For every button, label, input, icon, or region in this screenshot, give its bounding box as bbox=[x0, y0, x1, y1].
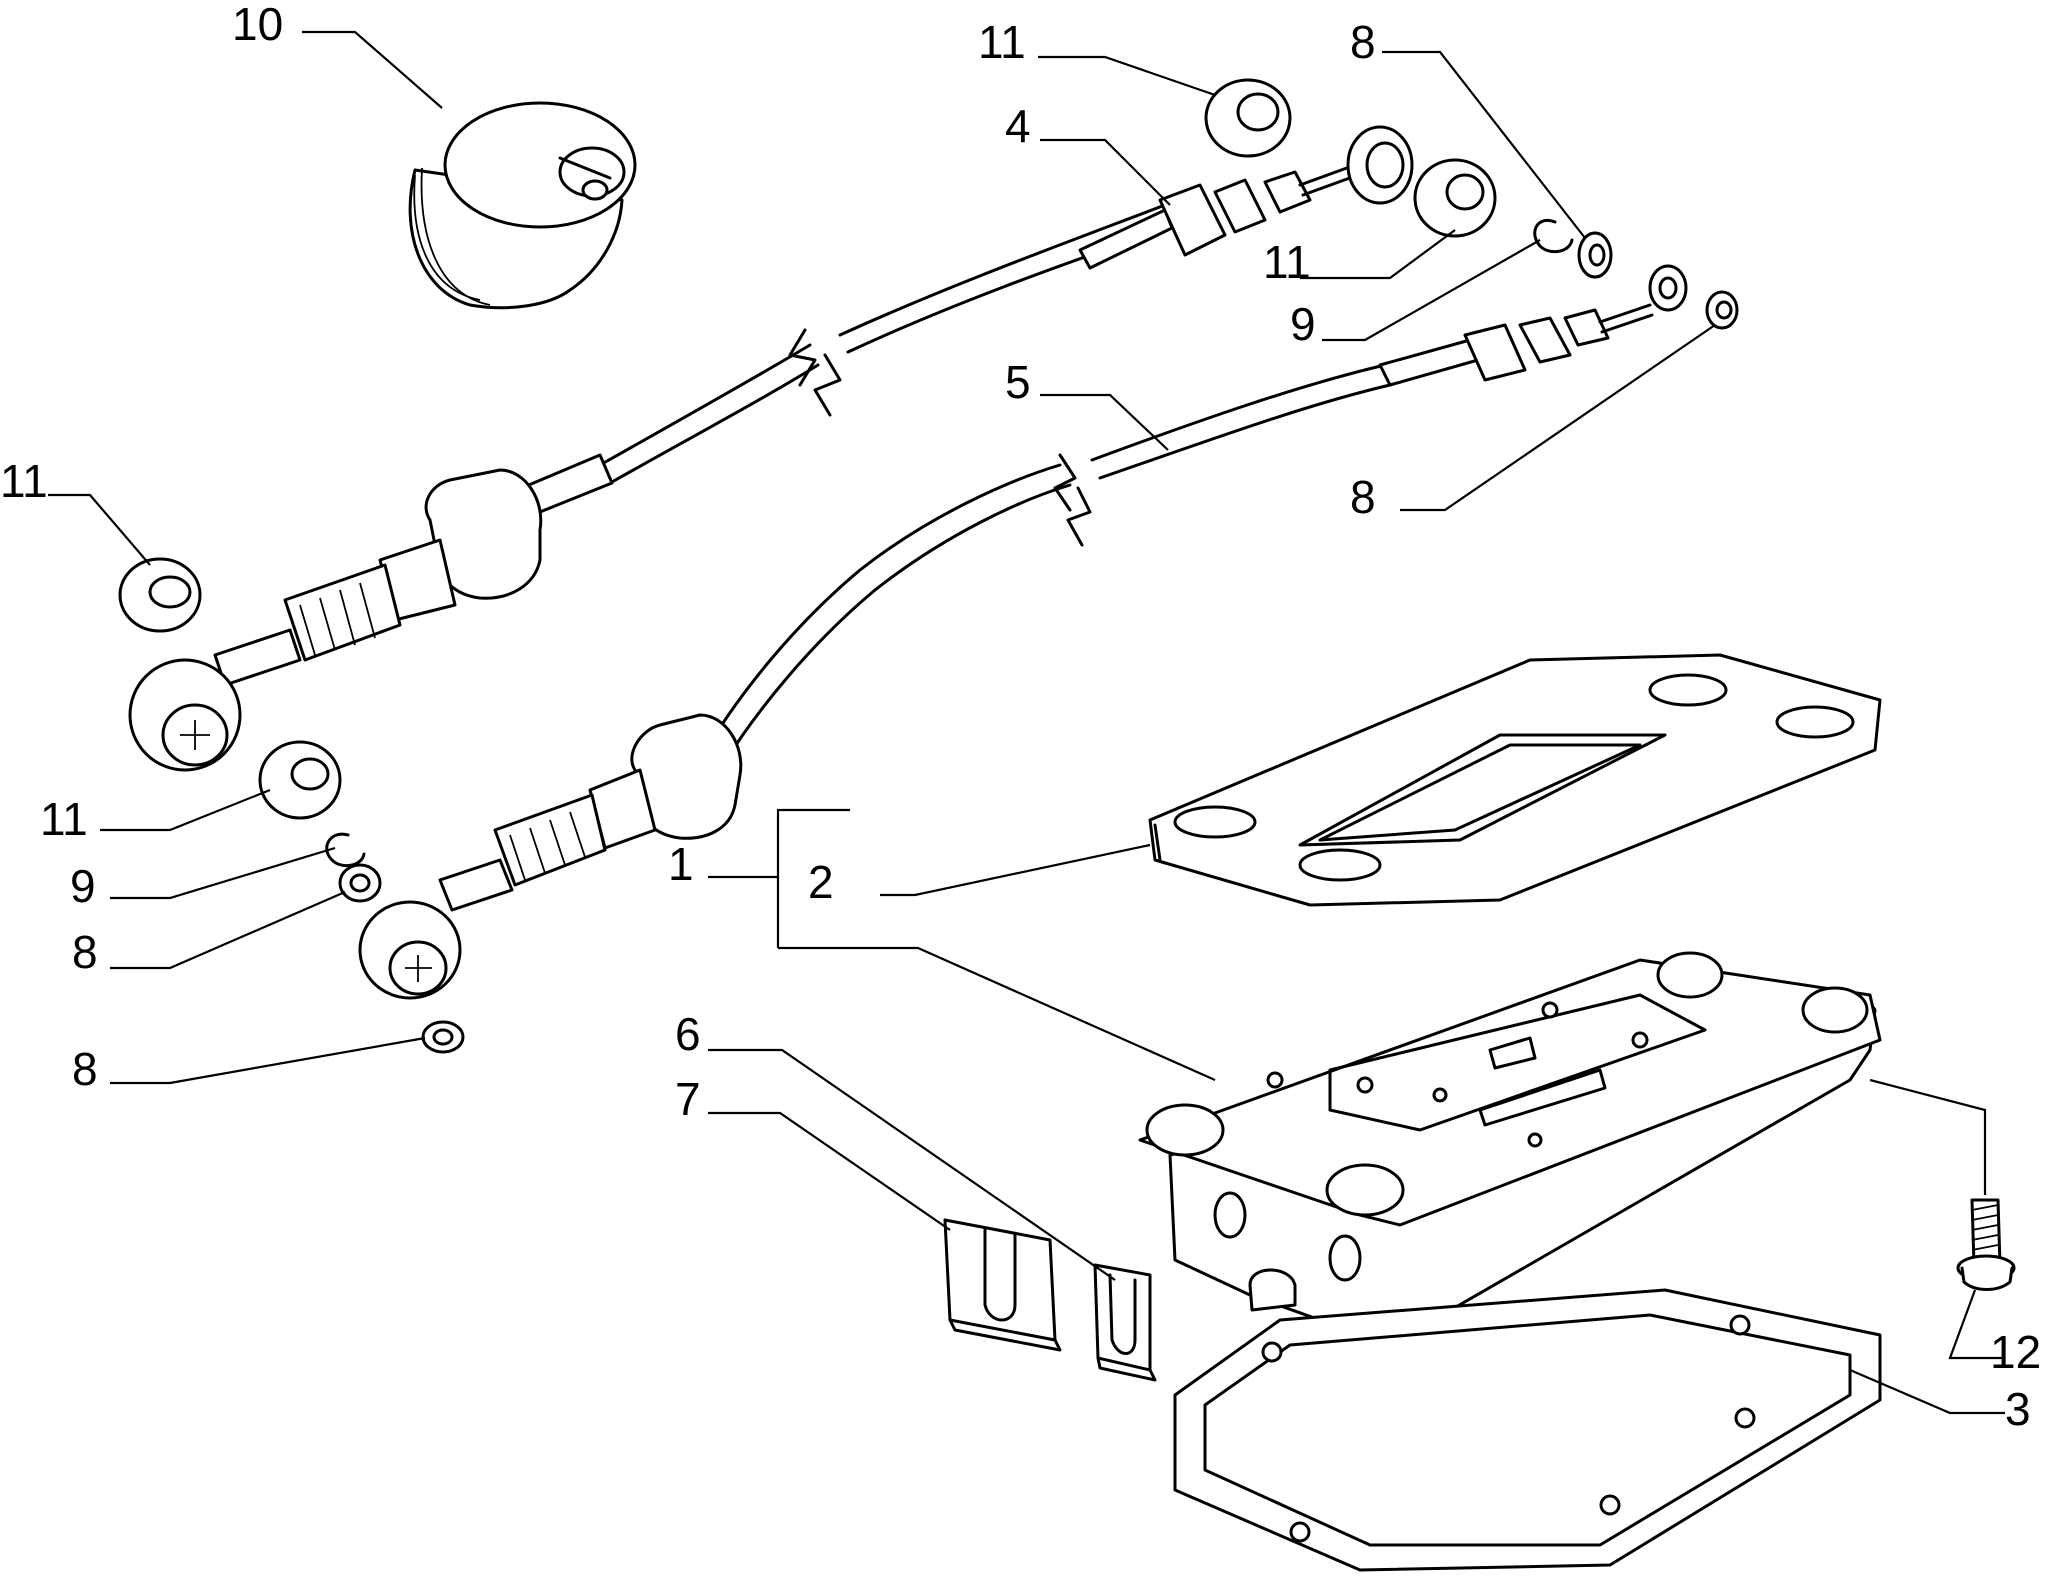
part-clip-7 bbox=[943, 1218, 1062, 1352]
callout-4: 4 bbox=[1005, 100, 1031, 152]
part-cable-5 bbox=[358, 264, 1688, 1000]
part-bushing-11-lower bbox=[258, 740, 342, 820]
part-bushing-11-mid bbox=[1413, 158, 1497, 238]
callout-5: 5 bbox=[1005, 356, 1031, 408]
callout-1: 1 bbox=[668, 838, 694, 890]
part-housing-1 bbox=[1138, 951, 1882, 1347]
part-washer-8-a bbox=[1577, 231, 1613, 279]
callout-8-bottom: 8 bbox=[72, 1043, 98, 1095]
part-clip-6 bbox=[1093, 1263, 1157, 1382]
part-clip-9-b bbox=[325, 832, 366, 868]
part-bushing-11-left bbox=[118, 557, 202, 633]
part-gasket-3 bbox=[1173, 1288, 1882, 1572]
part-cable-4 bbox=[128, 125, 1414, 772]
part-bolt-12 bbox=[1956, 1198, 2016, 1291]
part-boot-10 bbox=[408, 101, 637, 310]
callout-11-lower: 11 bbox=[40, 793, 88, 845]
part-washer-8-c bbox=[338, 863, 382, 903]
callout-8-top: 8 bbox=[1350, 16, 1376, 68]
part-washer-8-b bbox=[1705, 290, 1739, 330]
callout-6: 6 bbox=[675, 1008, 701, 1060]
part-gasket-2 bbox=[1148, 653, 1882, 907]
callout-8-lower: 8 bbox=[72, 926, 98, 978]
leader-lines bbox=[48, 30, 2005, 1415]
callout-11-mid: 11 bbox=[1263, 236, 1311, 288]
callout-2: 2 bbox=[808, 856, 834, 908]
part-bushing-11-top bbox=[1204, 78, 1292, 158]
callout-3: 3 bbox=[2005, 1383, 2031, 1435]
callout-9-lower: 9 bbox=[70, 860, 96, 912]
part-washer-8-d bbox=[421, 1020, 465, 1054]
callout-11-top: 11 bbox=[978, 16, 1026, 68]
callout-9-top: 9 bbox=[1290, 298, 1316, 350]
callout-10: 10 bbox=[232, 0, 283, 50]
callout-11-left: 11 bbox=[0, 455, 48, 507]
callout-12: 12 bbox=[1990, 1326, 2041, 1378]
callout-8-right: 8 bbox=[1350, 471, 1376, 523]
part-clip-9-a bbox=[1533, 218, 1574, 254]
callout-labels: 10 11 8 4 11 9 5 8 11 11 9 8 8 1 2 6 7 1… bbox=[0, 0, 2041, 1435]
callout-7: 7 bbox=[675, 1073, 701, 1125]
